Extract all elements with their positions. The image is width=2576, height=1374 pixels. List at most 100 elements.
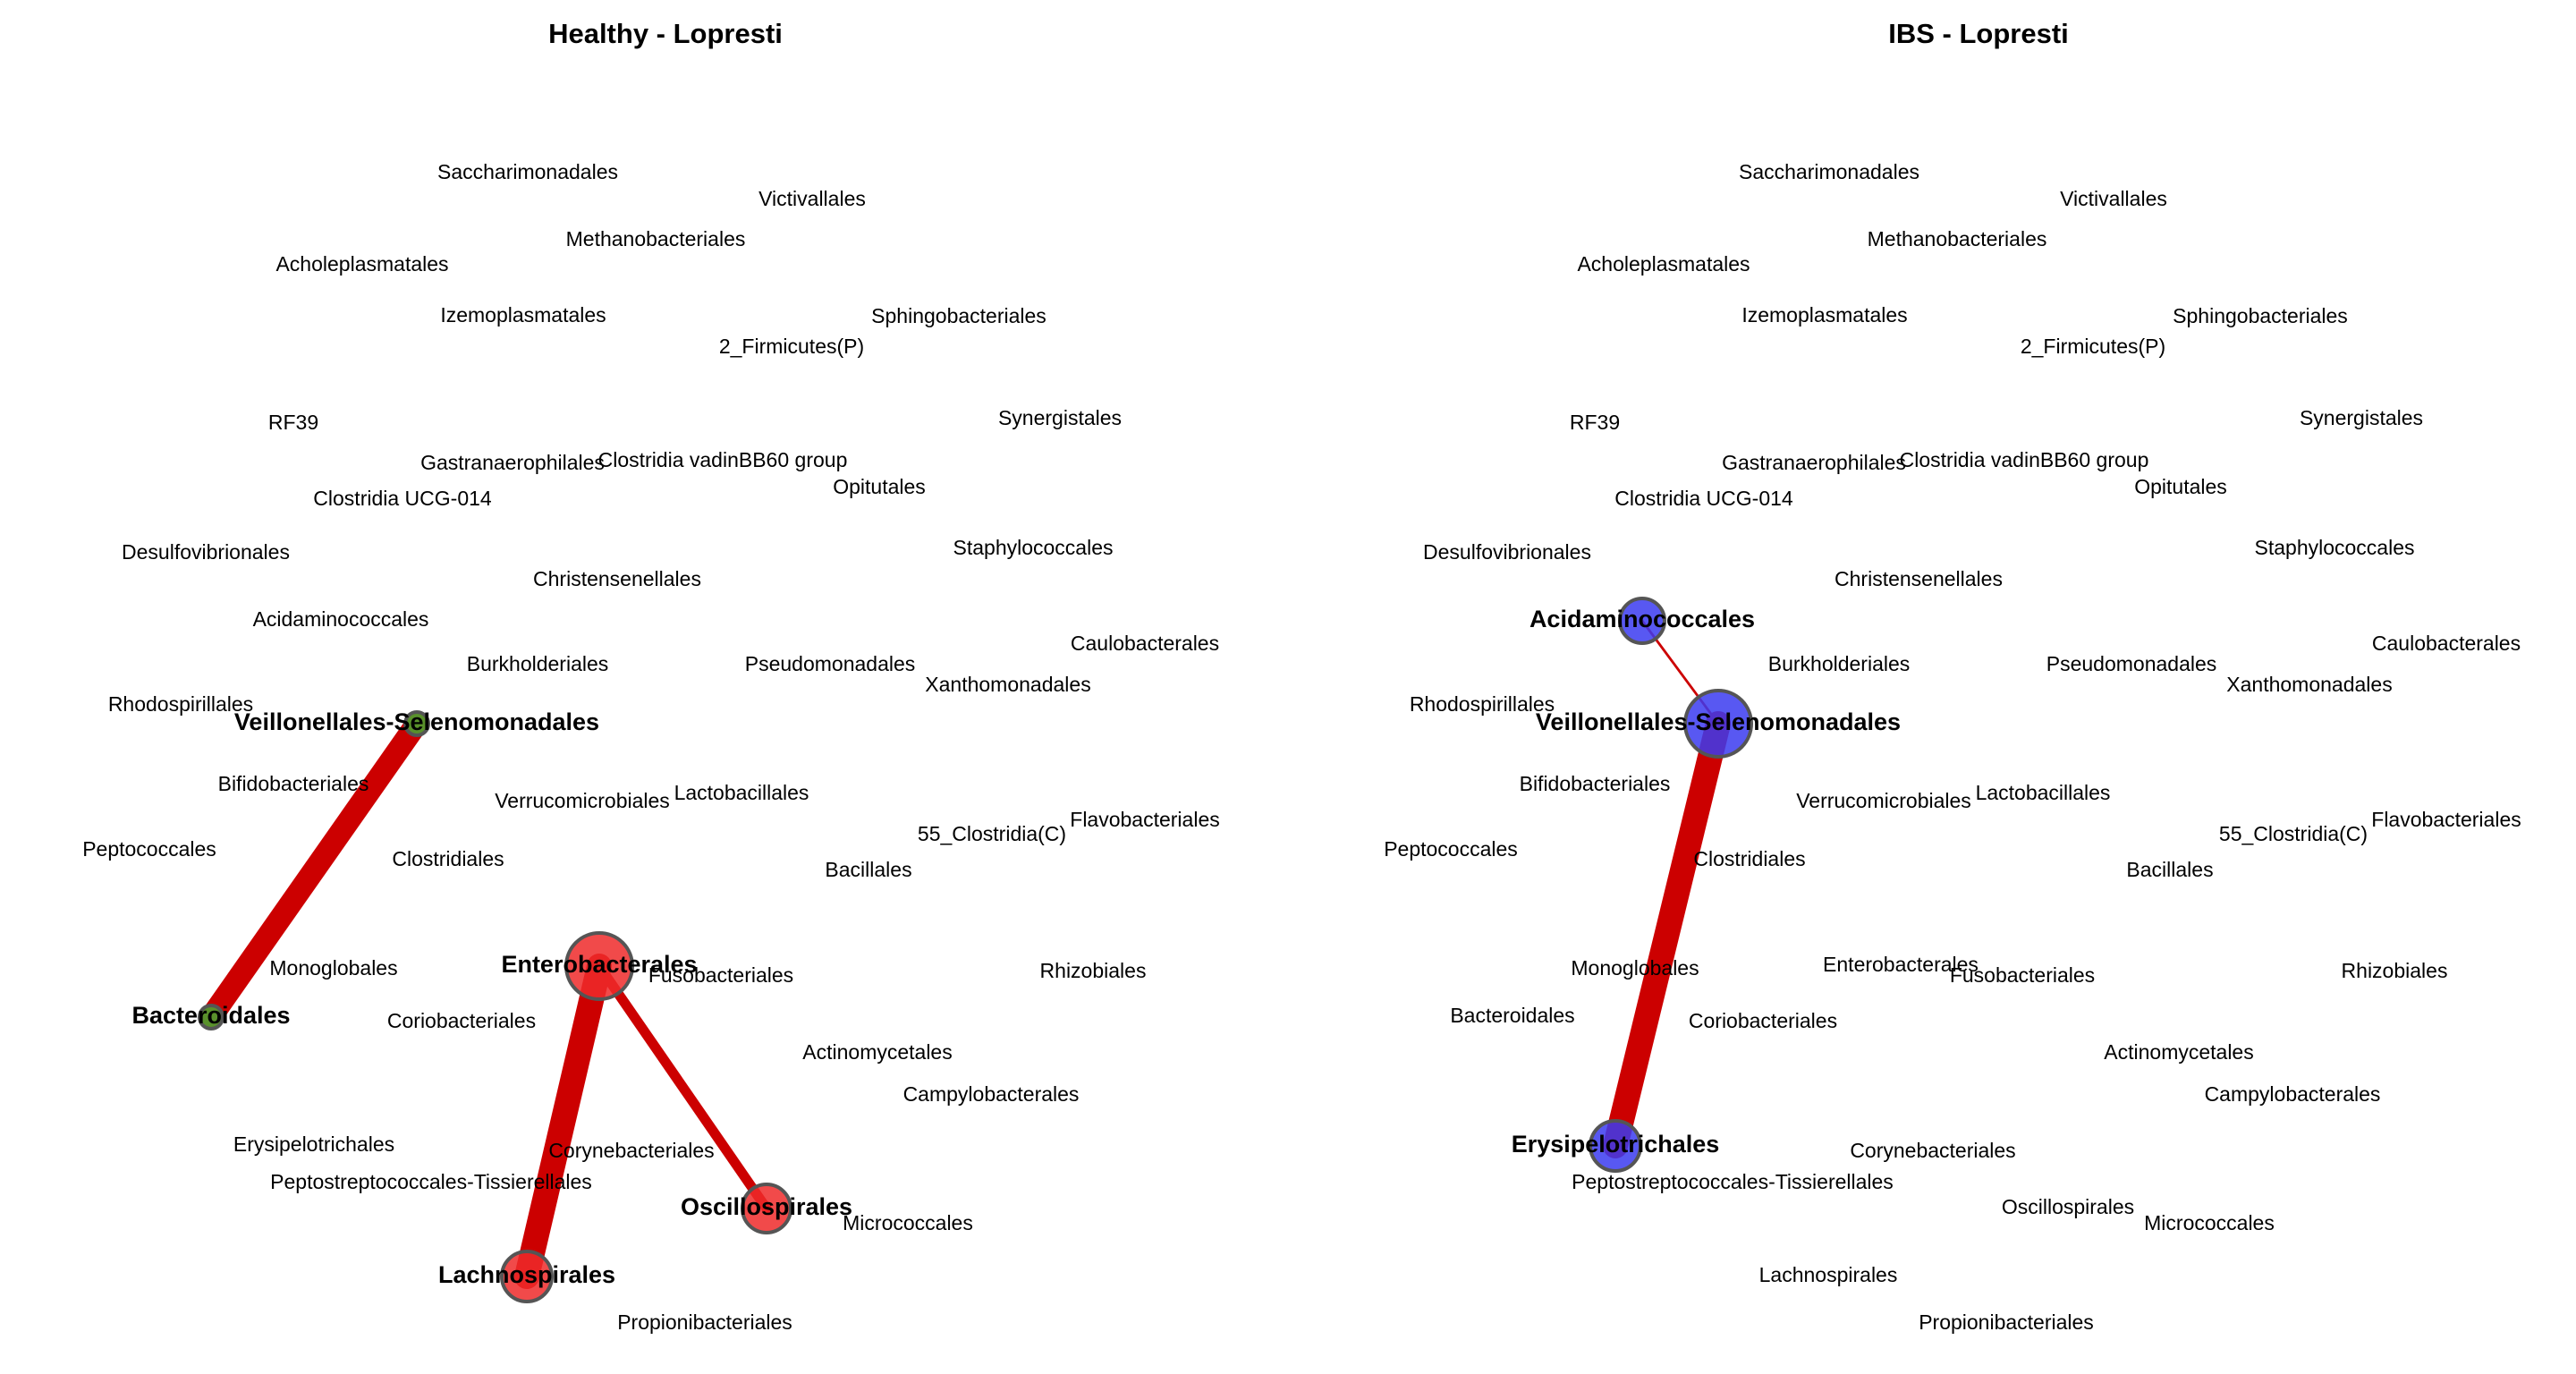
healthy-label-enterobacterales: Enterobacterales [501, 951, 697, 978]
ibs-label-pseudomonadales: Pseudomonadales [2046, 652, 2217, 675]
ibs-label-2-firmicutes-p: 2_Firmicutes(P) [2021, 335, 2165, 358]
ibs-label-lactobacillales: Lactobacillales [1976, 781, 2111, 804]
healthy-label-izemoplasmatales: Izemoplasmatales [440, 303, 606, 327]
healthy-label-synergistales: Synergistales [998, 406, 1122, 429]
healthy-label-campylobacterales: Campylobacterales [903, 1082, 1080, 1106]
ibs-labels: SaccharimonadalesVictivallalesMethanobac… [1384, 160, 2521, 1334]
ibs-label-monoglobales: Monoglobales [1571, 956, 1699, 980]
healthy-label-veillonellales-selenomonadales: Veillonellales-Selenomonadales [234, 708, 599, 735]
ibs-label-peptostreptococcales-tissierellales: Peptostreptococcales-Tissierellales [1572, 1170, 1894, 1193]
healthy-label-saccharimonadales: Saccharimonadales [437, 160, 618, 183]
healthy-node-bacteroidales [198, 1004, 225, 1030]
ibs-label-clostridia-ucg-014: Clostridia UCG-014 [1614, 487, 1793, 510]
healthy-label-burkholderiales: Burkholderiales [467, 652, 609, 675]
ibs-label-actinomycetales: Actinomycetales [2104, 1040, 2253, 1064]
healthy-label-rhodospirillales: Rhodospirillales [108, 692, 253, 716]
ibs-node-acidaminococcales [1618, 597, 1666, 645]
healthy-label-caulobacterales: Caulobacterales [1071, 632, 1219, 655]
healthy-edges [199, 712, 772, 1289]
healthy-label-micrococcales: Micrococcales [843, 1211, 973, 1234]
healthy-label-bacillales: Bacillales [825, 858, 911, 881]
ibs-label-caulobacterales: Caulobacterales [2372, 632, 2521, 655]
ibs-label-rhodospirillales: Rhodospirillales [1410, 692, 1555, 716]
healthy-nodes [198, 710, 792, 1303]
ibs-label-bacteroidales: Bacteroidales [1450, 1004, 1574, 1027]
healthy-label-victivallales: Victivallales [758, 187, 866, 210]
ibs-label-opitutales: Opitutales [2134, 475, 2227, 498]
ibs-label-bacillales: Bacillales [2126, 858, 2213, 881]
ibs-panel-title: IBS - Lopresti [1888, 18, 2069, 49]
healthy-label-erysipelotrichales: Erysipelotrichales [233, 1132, 394, 1156]
healthy-label-oscillospirales: Oscillospirales [681, 1193, 852, 1220]
ibs-label-veillonellales-selenomonadales: Veillonellales-Selenomonadales [1536, 708, 1901, 735]
healthy-label-gastranaerophilales: Gastranaerophilales [420, 451, 605, 474]
ibs-label-coriobacteriales: Coriobacteriales [1689, 1009, 1837, 1032]
healthy-label-actinomycetales: Actinomycetales [802, 1040, 952, 1064]
ibs-label-burkholderiales: Burkholderiales [1768, 652, 1911, 675]
healthy-node-enterobacterales [564, 931, 634, 1001]
healthy-label-opitutales: Opitutales [833, 475, 926, 498]
ibs-label-corynebacteriales: Corynebacteriales [1850, 1139, 2015, 1162]
healthy-label-clostridia-vadinbb60-group: Clostridia vadinBB60 group [598, 448, 848, 471]
healthy-node-oscillospirales [741, 1183, 792, 1234]
healthy-label-staphylococcales: Staphylococcales [953, 536, 1114, 559]
ibs-label-xanthomonadales: Xanthomonadales [2226, 673, 2392, 696]
ibs-node-erysipelotrichales [1589, 1119, 1642, 1173]
healthy-label-peptostreptococcales-tissierellales: Peptostreptococcales-Tissierellales [270, 1170, 592, 1193]
ibs-label-lachnospirales: Lachnospirales [1759, 1263, 1898, 1286]
ibs-label-staphylococcales: Staphylococcales [2255, 536, 2415, 559]
ibs-label-victivallales: Victivallales [2060, 187, 2167, 210]
healthy-label-55-clostridia-c: 55_Clostridia(C) [918, 822, 1066, 845]
ibs-label-synergistales: Synergistales [2300, 406, 2423, 429]
healthy-label-lachnospirales: Lachnospirales [438, 1261, 615, 1288]
ibs-label-rhizobiales: Rhizobiales [2342, 959, 2448, 982]
healthy-label-flavobacteriales: Flavobacteriales [1070, 808, 1219, 831]
ibs-label-enterobacterales: Enterobacterales [1823, 953, 1979, 976]
healthy-label-rf39: RF39 [268, 411, 318, 434]
healthy-edge-veillonellales-selenomonadales-bacteroidales [199, 712, 428, 1029]
ibs-label-verrucomicrobiales: Verrucomicrobiales [1796, 789, 1971, 812]
ibs-edge-veillonellales-selenomonadales-erysipelotrichales [1603, 711, 1731, 1158]
healthy-edge-enterobacterales-lachnospirales [514, 954, 612, 1289]
ibs-nodes [1589, 597, 1753, 1173]
healthy-label-rhizobiales: Rhizobiales [1040, 959, 1147, 982]
ibs-network-panel: IBS - Lopresti SaccharimonadalesVictival… [1384, 18, 2521, 1334]
healthy-label-clostridia-ucg-014: Clostridia UCG-014 [313, 487, 492, 510]
ibs-label-rf39: RF39 [1570, 411, 1620, 434]
healthy-labels: SaccharimonadalesVictivallalesMethanobac… [82, 160, 1220, 1334]
ibs-label-fusobacteriales: Fusobacteriales [1950, 963, 2095, 987]
healthy-label-monoglobales: Monoglobales [269, 956, 397, 980]
healthy-label-2-firmicutes-p: 2_Firmicutes(P) [719, 335, 864, 358]
healthy-node-veillonellales-selenomonadales [403, 710, 430, 737]
healthy-label-pseudomonadales: Pseudomonadales [745, 652, 916, 675]
ibs-label-clostridiales: Clostridiales [1693, 847, 1805, 870]
healthy-label-desulfovibrionales: Desulfovibrionales [122, 540, 290, 564]
healthy-label-methanobacteriales: Methanobacteriales [566, 227, 746, 250]
ibs-label-erysipelotrichales: Erysipelotrichales [1512, 1131, 1720, 1158]
healthy-panel-title: Healthy - Lopresti [548, 18, 783, 49]
ibs-label-flavobacteriales: Flavobacteriales [2371, 808, 2521, 831]
ibs-label-clostridia-vadinbb60-group: Clostridia vadinBB60 group [1900, 448, 2149, 471]
healthy-label-corynebacteriales: Corynebacteriales [548, 1139, 714, 1162]
healthy-label-christensenellales: Christensenellales [533, 567, 701, 590]
healthy-label-sphingobacteriales: Sphingobacteriales [871, 304, 1046, 327]
ibs-label-acholeplasmatales: Acholeplasmatales [1577, 252, 1750, 276]
healthy-label-bifidobacteriales: Bifidobacteriales [218, 772, 369, 795]
ibs-label-acidaminococcales: Acidaminococcales [1530, 606, 1755, 632]
ibs-node-veillonellales-selenomonadales [1683, 689, 1753, 759]
healthy-edge-enterobacterales-oscillospirales [594, 961, 772, 1214]
ibs-label-desulfovibrionales: Desulfovibrionales [1423, 540, 1591, 564]
healthy-label-xanthomonadales: Xanthomonadales [925, 673, 1090, 696]
healthy-label-peptococcales: Peptococcales [82, 837, 216, 861]
ibs-label-peptococcales: Peptococcales [1384, 837, 1518, 861]
ibs-label-oscillospirales: Oscillospirales [2002, 1195, 2134, 1218]
healthy-label-lactobacillales: Lactobacillales [674, 781, 809, 804]
ibs-label-55-clostridia-c: 55_Clostridia(C) [2219, 822, 2368, 845]
ibs-label-christensenellales: Christensenellales [1835, 567, 2003, 590]
healthy-label-verrucomicrobiales: Verrucomicrobiales [495, 789, 670, 812]
healthy-label-clostridiales: Clostridiales [392, 847, 504, 870]
healthy-label-acidaminococcales: Acidaminococcales [253, 607, 429, 631]
ibs-label-propionibacteriales: Propionibacteriales [1919, 1310, 2094, 1334]
healthy-label-coriobacteriales: Coriobacteriales [387, 1009, 536, 1032]
